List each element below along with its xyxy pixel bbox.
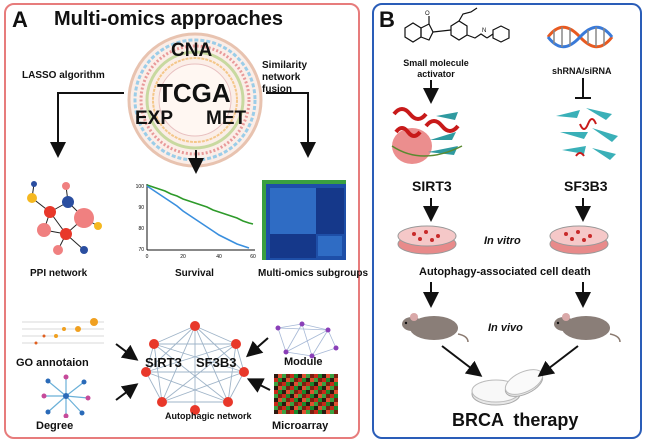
microarray-label: Microarray bbox=[272, 420, 329, 432]
panel-a-letter: A bbox=[12, 7, 28, 32]
survival-ytick-1: 100 bbox=[136, 184, 145, 190]
svg-text:N: N bbox=[482, 28, 486, 34]
survival-xtick-4: 60 bbox=[250, 254, 256, 260]
survival-label: Survival bbox=[175, 268, 214, 279]
dna-helix-icon bbox=[546, 25, 614, 49]
autophagic-network-label: Autophagic network bbox=[165, 411, 252, 421]
panel-b bbox=[372, 3, 642, 439]
circos-tcga-label: TCGA bbox=[157, 78, 231, 108]
autophagic-network-graph bbox=[141, 321, 249, 415]
panel-a-title: Multi-omics approaches bbox=[54, 8, 283, 30]
circos-cna-label: CNA bbox=[171, 40, 213, 61]
ppi-network-graph bbox=[27, 181, 102, 255]
module-label: Module bbox=[284, 356, 323, 368]
ppi-network-label: PPI network bbox=[30, 268, 88, 279]
sirt3-label: SIRT3 bbox=[412, 178, 452, 194]
gene-sirt3-label: SIRT3 bbox=[145, 355, 182, 370]
activator-label: Small molecule activator bbox=[403, 58, 469, 79]
survival-curve-green bbox=[146, 184, 254, 225]
go-annotation-label: GO annotaion bbox=[16, 357, 89, 369]
autophagy-label: Autophagy-associated cell death bbox=[419, 266, 591, 278]
panel-a bbox=[4, 3, 360, 439]
gene-sf3b3-label: SF3B3 bbox=[196, 355, 237, 370]
sf3b3-protein bbox=[556, 108, 618, 160]
pills-icon bbox=[471, 369, 544, 406]
small-molecule-structure: O N bbox=[404, 7, 510, 43]
subgroups-heatmap bbox=[262, 180, 346, 260]
survival-xtick-1: 0 bbox=[146, 254, 149, 260]
survival-ytick-4: 70 bbox=[138, 247, 144, 253]
therapy-label: BRCA therapy bbox=[452, 410, 579, 430]
survival-curve-blue bbox=[146, 185, 250, 249]
panel-b-arrows bbox=[423, 78, 591, 377]
survival-xtick-3: 40 bbox=[216, 254, 222, 260]
subgroups-label: Multi-omics subgroups bbox=[258, 268, 368, 279]
lasso-label: LASSO algorithm bbox=[22, 70, 105, 81]
panel-b-letter: B bbox=[379, 7, 395, 32]
mouse-right bbox=[554, 313, 621, 343]
survival-xtick-2: 20 bbox=[180, 254, 186, 260]
circos-plot bbox=[127, 32, 263, 168]
panel-a-arrows bbox=[50, 92, 316, 401]
circos-met-label: MET bbox=[206, 108, 247, 129]
snf-label: Similarity network fusion bbox=[262, 60, 308, 95]
module-graph bbox=[275, 321, 339, 359]
sf3b3-label: SF3B3 bbox=[564, 178, 608, 194]
microarray-heatmap bbox=[274, 374, 338, 414]
go-annotation-chart bbox=[22, 318, 104, 345]
in-vitro-label: In vitro bbox=[484, 235, 521, 247]
shrna-label: shRNA/siRNA bbox=[552, 66, 612, 76]
petri-dish-right bbox=[549, 225, 609, 255]
in-vivo-label: In vivo bbox=[488, 322, 523, 334]
sirt3-protein bbox=[391, 107, 463, 164]
circos-exp-label: EXP bbox=[135, 108, 174, 129]
degree-label: Degree bbox=[36, 420, 74, 432]
svg-text:O: O bbox=[425, 11, 430, 17]
survival-plot: 100 90 80 70 0 20 40 60 bbox=[136, 184, 256, 260]
mouse-left bbox=[402, 313, 469, 343]
degree-graph bbox=[41, 374, 91, 418]
survival-ytick-2: 90 bbox=[138, 205, 144, 211]
survival-ytick-3: 80 bbox=[138, 226, 144, 232]
petri-dish-left bbox=[397, 225, 457, 255]
